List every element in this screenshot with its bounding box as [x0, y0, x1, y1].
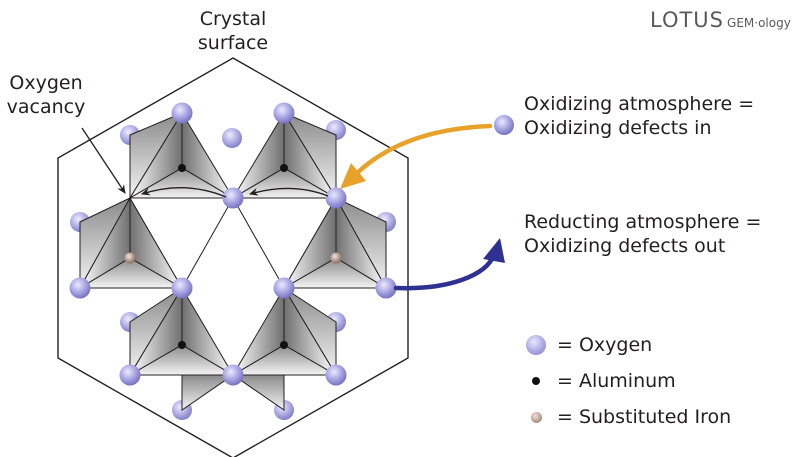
reducing-arrow	[393, 252, 497, 291]
reducing-line1: Reducting atmosphere =	[524, 211, 762, 233]
oxygen-vacancy-pointer	[81, 127, 126, 194]
oxygen-atom	[222, 128, 242, 148]
brand-name: LOTUS	[650, 8, 725, 32]
crystal-surface-line1: Crystal	[199, 8, 267, 30]
vacancy-migration-arrow-2	[249, 187, 329, 197]
reducing-annotation: Reducting atmosphere = Oxidizing defects…	[524, 210, 761, 258]
legend-label-oxygen: = Oxygen	[557, 334, 653, 356]
tetrahedron-facet	[128, 344, 235, 376]
legend-item-aluminum: = Aluminum	[521, 366, 676, 396]
tetrahedra-layer	[78, 111, 388, 411]
vacancy-migration-arrow-1	[141, 187, 227, 198]
oxidizing-line1: Oxidizing atmosphere =	[524, 93, 755, 115]
iron-atom	[330, 252, 342, 264]
tetrahedron-facet	[231, 344, 338, 376]
tetrahedron-facet	[78, 257, 184, 289]
legend-label-iron: = Substituted Iron	[557, 406, 732, 428]
legend-item-oxygen: = Oxygen	[521, 330, 652, 360]
oxygen-atom	[171, 277, 193, 299]
incoming-oxygen-atom	[494, 115, 514, 135]
oxygen-atom	[171, 102, 193, 124]
iron-atom-icon	[530, 411, 542, 423]
oxygen-vacancy-line2: vacancy	[6, 96, 86, 118]
legend-item-iron: = Substituted Iron	[521, 402, 731, 432]
oxygen-vacancy-line1: Oxygen	[9, 72, 83, 94]
aluminum-atom-icon	[532, 377, 540, 385]
reducing-line2: Oxidizing defects out	[524, 235, 726, 257]
oxygen-atom	[325, 364, 347, 386]
oxygen-atom	[325, 187, 347, 209]
front-oxygen-atoms	[69, 102, 397, 386]
reducing-arrowhead	[483, 238, 505, 263]
tetrahedron-facet	[282, 257, 388, 289]
oxygen-atom	[375, 277, 397, 299]
aluminum-atom	[178, 164, 186, 172]
oxidizing-annotation: Oxidizing atmosphere = Oxidizing defects…	[524, 92, 754, 140]
crystal-surface-line2: surface	[197, 32, 269, 54]
brand-suffix: GEM·ology	[727, 16, 791, 30]
oxygen-vacancy-label: Oxygen vacancy	[2, 71, 90, 119]
cation-atoms	[124, 164, 342, 349]
oxygen-atom-icon	[526, 335, 546, 355]
oxygen-atom	[273, 277, 295, 299]
oxygen-atom	[119, 364, 141, 386]
oxygen-atom	[273, 102, 295, 124]
oxidizing-line2: Oxidizing defects in	[524, 117, 712, 139]
legend-label-aluminum: = Aluminum	[557, 370, 676, 392]
oxidizing-arrow	[353, 123, 493, 177]
aluminum-atom	[178, 341, 186, 349]
tetrahedron-face	[129, 197, 234, 290]
oxygen-atom	[69, 277, 91, 299]
aluminum-atom	[280, 341, 288, 349]
oxygen-atom	[222, 187, 244, 209]
oxidizing-arrowhead	[340, 163, 366, 189]
crystal-surface-hexagon	[57, 57, 409, 457]
tetrahedron-face	[232, 197, 337, 290]
aluminum-atom	[280, 164, 288, 172]
oxygen-atom	[222, 364, 244, 386]
crystal-surface-label: Crystal surface	[185, 7, 281, 55]
iron-atom	[124, 252, 136, 264]
